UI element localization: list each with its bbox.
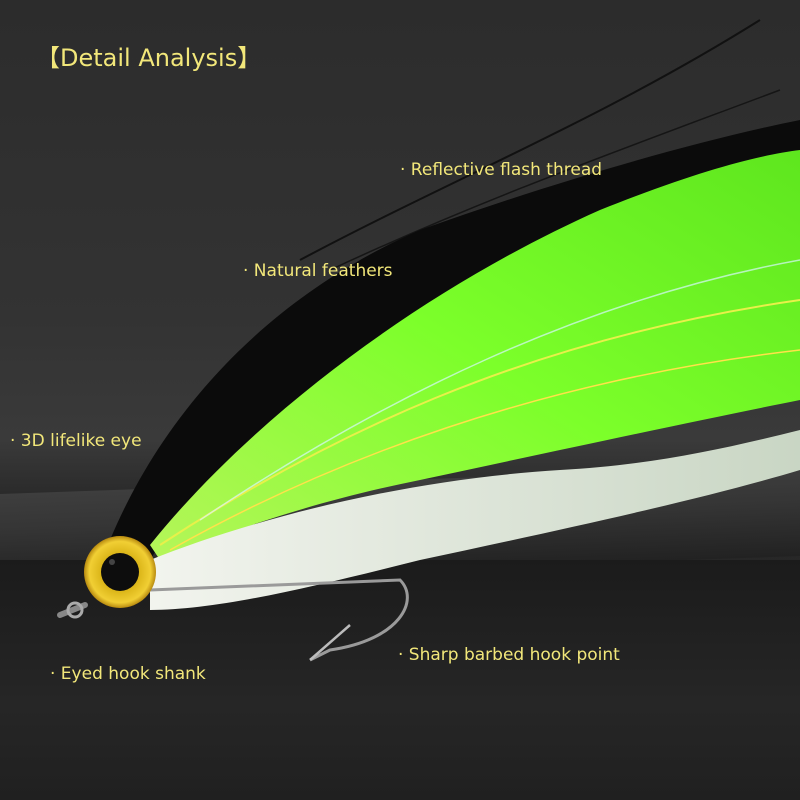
callout-hook-point: · Sharp barbed hook point xyxy=(398,645,620,665)
callout-3d-eye: · 3D lifelike eye xyxy=(10,431,142,451)
callout-flash-thread: · Reflective flash thread xyxy=(400,160,603,180)
hook-bend xyxy=(149,578,409,662)
stray-hair xyxy=(299,19,761,261)
callout-hook-shank: · Eyed hook shank xyxy=(50,664,206,684)
hook-point xyxy=(309,624,351,661)
white-hair xyxy=(150,430,800,610)
callout-natural-feathers: · Natural feathers xyxy=(243,261,393,281)
green-hair xyxy=(150,150,800,560)
page-title: 【Detail Analysis】 xyxy=(36,44,262,72)
